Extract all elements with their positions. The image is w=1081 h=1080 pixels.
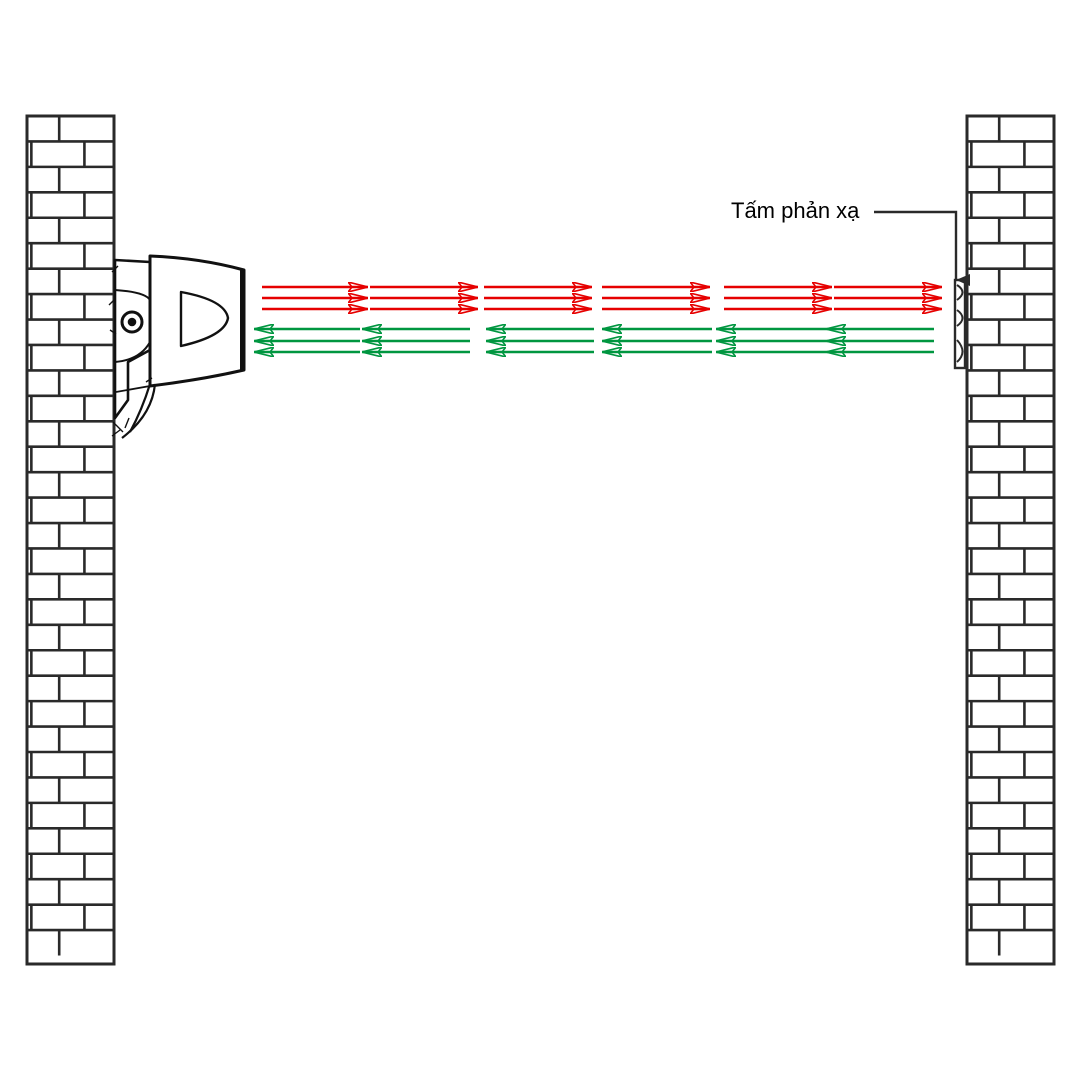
sensor-knob-inner: [127, 317, 137, 327]
returned-beam-group: [254, 329, 934, 352]
sensor-lens: [179, 290, 230, 348]
brick-wall-right-icon: [965, 114, 1056, 966]
sensor-cable-2: [121, 383, 157, 439]
reflector-bump-3: [956, 339, 964, 363]
reflector-panel-icon: [953, 278, 967, 370]
sensor-burr-marks: [108, 265, 153, 437]
sensor-cable-3: [115, 385, 151, 393]
sensor-bracket-arc-lower: [114, 341, 151, 363]
photoelectric-sensor-icon: [108, 254, 246, 439]
sensor-front-edge: [240, 270, 245, 370]
wall-outline: [965, 114, 1056, 966]
wall-outline: [25, 114, 116, 966]
emitted-beam-group: [262, 287, 942, 309]
reflector-bump-1: [956, 284, 964, 301]
sensor-bracket: [113, 258, 152, 420]
reflector-label: Tấm phản xạ: [731, 198, 860, 223]
brick-wall-left-icon: [25, 114, 116, 966]
reflector-leader-line: [874, 210, 970, 286]
reflector-bump-2: [956, 309, 964, 327]
